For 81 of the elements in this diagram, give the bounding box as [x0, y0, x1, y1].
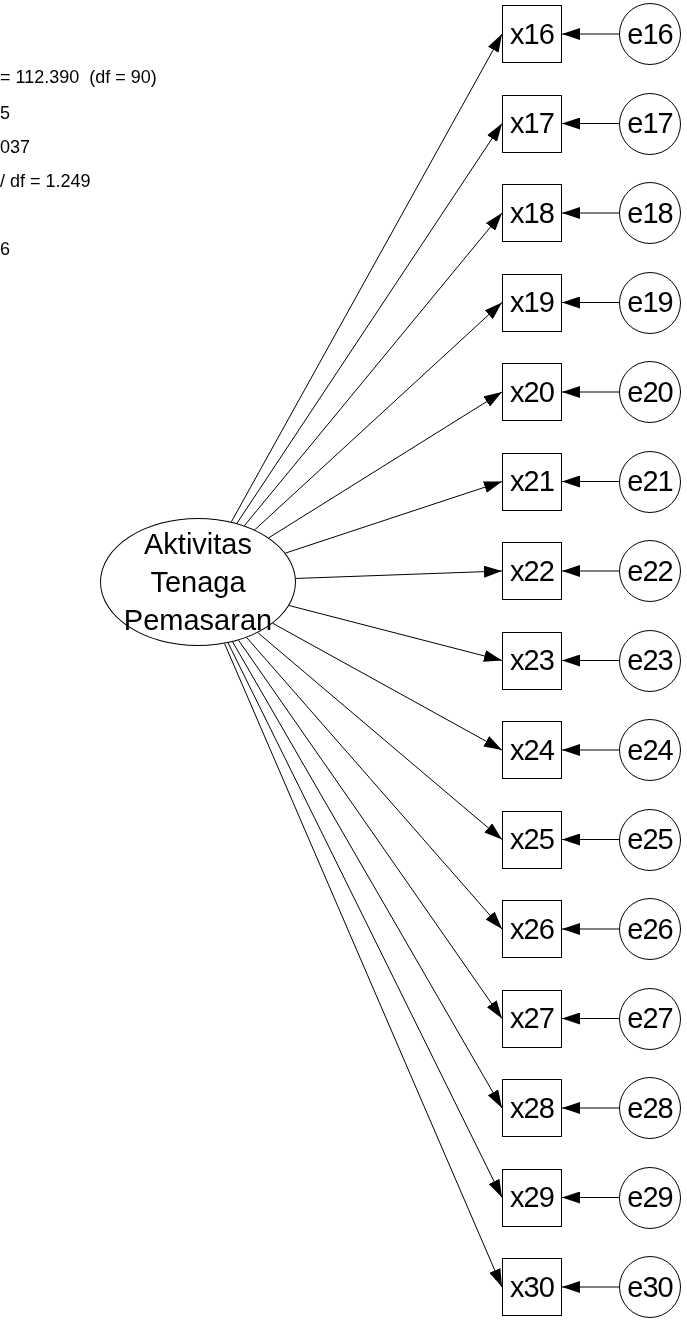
- arrow: [561, 117, 620, 130]
- arrow: [561, 565, 620, 577]
- arrow: [561, 1102, 620, 1114]
- arrow: [561, 654, 620, 667]
- variable-label: x28: [510, 1093, 554, 1123]
- variable-label: x17: [510, 109, 554, 138]
- observed-variable-box: [502, 542, 562, 600]
- variable-label: x26: [510, 914, 554, 944]
- error-term-label: e17: [627, 109, 673, 138]
- variable-label: x22: [510, 556, 554, 586]
- fit-statistic-text: 5: [0, 102, 10, 124]
- arrow: [288, 605, 503, 662]
- arrow: [236, 123, 503, 524]
- observed-variable-box: [502, 631, 562, 690]
- observed-variable-box: [502, 94, 562, 153]
- variable-label: x30: [510, 1272, 554, 1302]
- variable-label: x21: [510, 467, 554, 496]
- arrow: [561, 744, 620, 756]
- arrow: [238, 639, 503, 1019]
- observed-variable-box: [502, 5, 562, 63]
- arrow: [272, 622, 503, 751]
- error-term-label: e24: [627, 735, 673, 765]
- error-term-label: e30: [627, 1272, 673, 1302]
- arrow: [561, 1191, 620, 1204]
- observed-variable-box: [502, 900, 562, 958]
- error-term-label: e23: [627, 646, 673, 675]
- arrow: [561, 475, 620, 488]
- fit-statistic-text: 6: [0, 238, 10, 260]
- observed-variable-box: [502, 363, 562, 421]
- variable-label: x16: [510, 19, 554, 49]
- arrow: [561, 296, 620, 309]
- arrow: [561, 923, 620, 935]
- observed-variable-box: [502, 1168, 562, 1227]
- arrow: [561, 1281, 620, 1293]
- observed-variable-box: [502, 452, 562, 511]
- observed-variable-box: [502, 1258, 562, 1316]
- arrow: [254, 302, 503, 531]
- arrow: [284, 481, 503, 554]
- arrow: [561, 386, 620, 398]
- arrow: [227, 642, 503, 1198]
- arrow: [268, 391, 503, 539]
- error-term-label: e20: [627, 377, 673, 407]
- arrow: [561, 833, 620, 846]
- fit-statistic-text: = 112.390 (df = 90): [0, 66, 157, 88]
- observed-variable-box: [502, 810, 562, 869]
- observed-variable-box: [502, 184, 562, 242]
- variable-label: x23: [510, 646, 554, 675]
- arrow: [246, 637, 503, 930]
- variable-label: x29: [510, 1183, 554, 1212]
- error-term-label: e16: [627, 19, 673, 49]
- observed-variable-box: [502, 989, 562, 1048]
- variable-label: x24: [510, 735, 554, 765]
- error-term-label: e19: [627, 288, 673, 317]
- arrow: [243, 212, 503, 527]
- arrow: [230, 33, 503, 523]
- variable-label: x19: [510, 288, 554, 317]
- variable-label: x25: [510, 825, 554, 854]
- arrow: [561, 1012, 620, 1025]
- variable-label: x20: [510, 377, 554, 407]
- variable-label: x27: [510, 1004, 554, 1033]
- error-term-label: e21: [627, 467, 673, 496]
- variable-label: x18: [510, 198, 554, 228]
- fit-statistic-text: / df = 1.249: [0, 170, 91, 192]
- error-term-label: e26: [627, 914, 673, 944]
- arrow: [295, 565, 503, 579]
- error-term-label: e22: [627, 556, 673, 586]
- error-term-label: e18: [627, 198, 673, 228]
- arrow: [561, 28, 620, 40]
- error-term-label: e27: [627, 1004, 673, 1033]
- observed-variable-box: [502, 1079, 562, 1137]
- error-term-label: e29: [627, 1183, 673, 1212]
- arrow: [224, 643, 503, 1288]
- arrow: [232, 641, 503, 1109]
- observed-variable-box: [502, 273, 562, 332]
- error-term-label: e28: [627, 1093, 673, 1123]
- latent-variable-label: Aktivitas Tenaga Pemasaran: [123, 527, 273, 638]
- arrow: [257, 632, 503, 840]
- arrow: [561, 207, 620, 219]
- error-term-label: e25: [627, 825, 673, 854]
- observed-variable-box: [502, 721, 562, 779]
- fit-statistic-text: 037: [0, 136, 31, 158]
